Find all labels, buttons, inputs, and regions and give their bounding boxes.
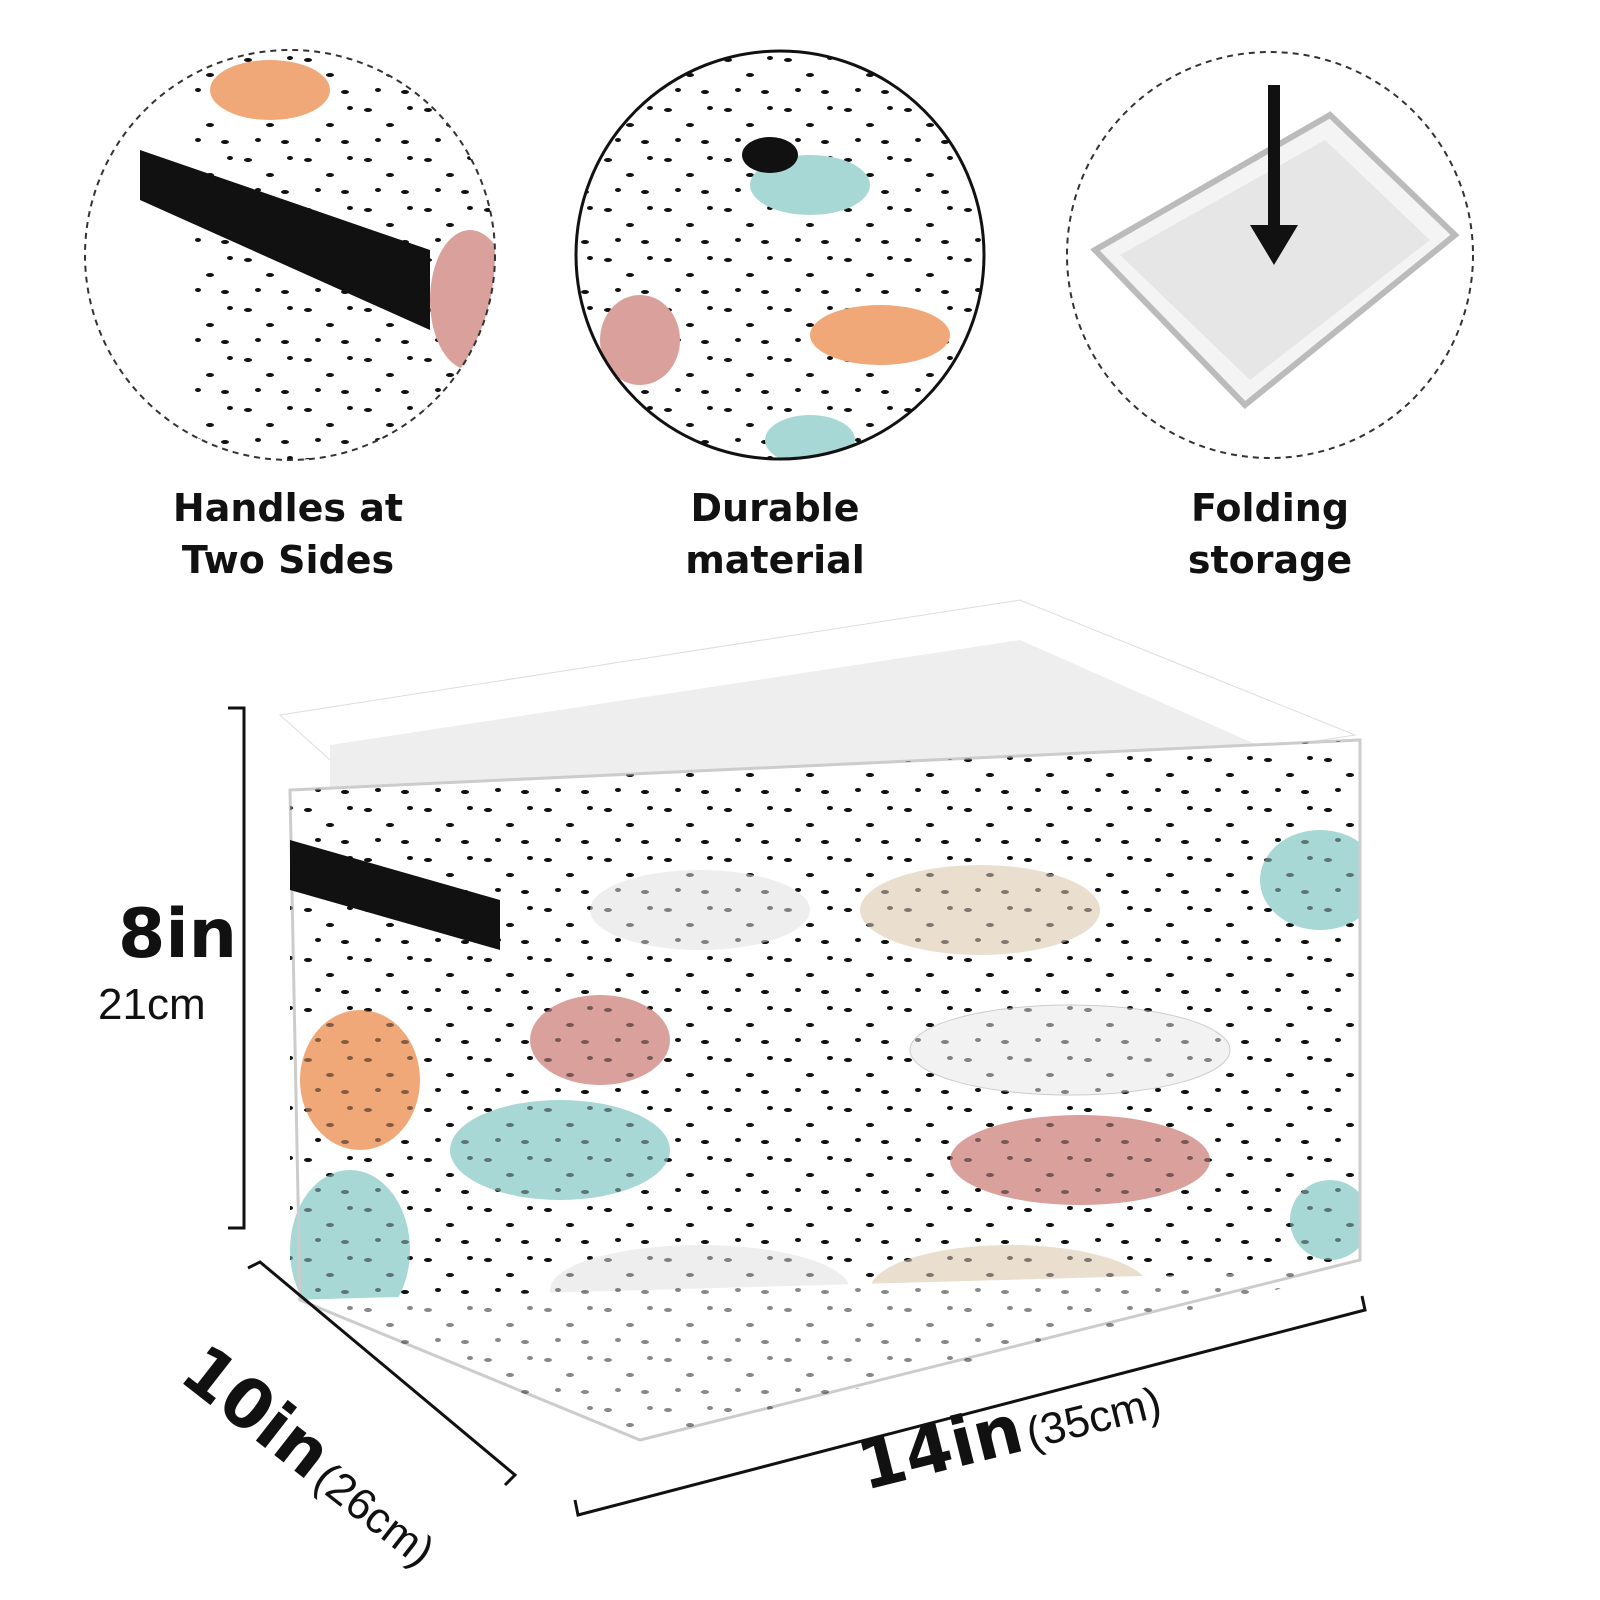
material-detail-circle: [575, 50, 985, 460]
dimension-lines: [228, 706, 1367, 1517]
height-cm: 21cm: [98, 980, 206, 1029]
height-inches: 8in: [118, 895, 238, 974]
feature-label-folding: Folding storage: [1110, 482, 1430, 586]
feature-line: Handles at: [172, 486, 404, 530]
feature-label-material: Durable material: [615, 482, 935, 586]
storage-basket: [278, 599, 1362, 1442]
feature-line: Durable: [690, 486, 860, 530]
feature-label-handles: Handles at Two Sides: [128, 482, 448, 586]
folding-detail-circle: [1090, 85, 1460, 410]
feature-line: material: [685, 538, 865, 582]
feature-line: storage: [1187, 538, 1353, 582]
handles-detail-circle: [140, 50, 495, 460]
feature-line: Two Sides: [181, 538, 395, 582]
handle: [290, 840, 500, 950]
feature-line: Folding: [1190, 486, 1350, 530]
